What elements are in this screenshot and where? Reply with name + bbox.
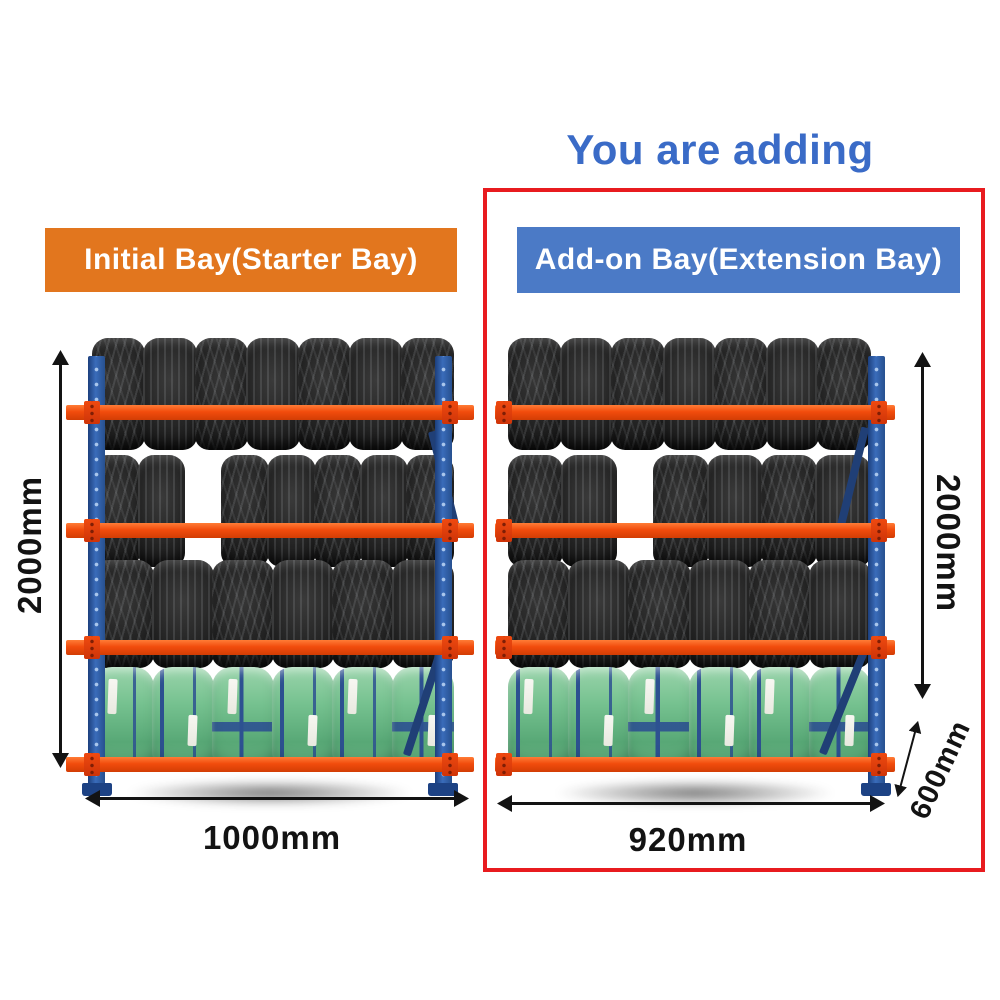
rack-foot	[861, 783, 891, 796]
tire	[707, 455, 764, 567]
tire-group	[221, 455, 454, 567]
shelf-beam	[66, 519, 474, 542]
upright-post	[88, 356, 105, 790]
shelf-beam	[66, 753, 474, 776]
tire	[194, 338, 249, 450]
tire	[221, 455, 270, 567]
height-label-left: 2000mm	[11, 475, 48, 615]
tire	[508, 338, 562, 450]
height-arrow-left	[52, 350, 69, 768]
width-arrow-left	[84, 790, 470, 807]
width-arrow-right	[496, 795, 886, 812]
wrapped-tire	[152, 667, 214, 771]
tire-row	[92, 667, 454, 771]
wrapped-tire	[508, 667, 571, 771]
tire	[267, 455, 316, 567]
height-label-right: 2000mm	[930, 473, 967, 613]
shelf-beam	[66, 636, 474, 659]
arrowhead-icon	[914, 684, 931, 699]
tire-group	[508, 338, 872, 450]
height-arrow-right	[914, 352, 931, 699]
width-label-left: 1000mm	[202, 819, 342, 856]
rack-foot	[428, 783, 458, 796]
arrow-shaft	[59, 359, 62, 759]
arrow-shaft	[898, 728, 917, 790]
tire	[561, 455, 617, 567]
wrapped-tire	[748, 667, 811, 771]
tire-row	[508, 455, 872, 567]
tire	[297, 338, 352, 450]
wrapped-tire	[688, 667, 751, 771]
addon-bay-rack	[495, 338, 895, 812]
addon-bay-banner: Add-on Bay(Extension Bay)	[517, 227, 960, 293]
shelf-beam	[66, 401, 474, 424]
tire	[137, 455, 186, 567]
arrowhead-icon	[454, 790, 469, 807]
tire-group	[653, 455, 872, 567]
rack-shadow	[72, 774, 468, 812]
arrowhead-icon	[909, 719, 925, 734]
tire-row	[508, 338, 872, 450]
wrapped-tire	[628, 667, 691, 771]
shelf-beam	[495, 519, 895, 542]
tire-group	[92, 455, 186, 567]
page-title: You are adding	[566, 126, 874, 173]
tire	[246, 338, 300, 450]
shelf-beam	[495, 636, 895, 659]
tire-group	[508, 455, 617, 567]
tire	[765, 338, 820, 450]
tire	[653, 455, 710, 567]
upright-post	[868, 356, 885, 790]
tire	[359, 455, 408, 567]
arrow-shaft	[921, 361, 924, 690]
arrowhead-icon	[870, 795, 885, 812]
tire	[349, 338, 403, 450]
rack-foot	[82, 783, 112, 796]
initial-bay-banner-label: Initial Bay(Starter Bay)	[84, 243, 418, 276]
tire-group	[508, 667, 872, 771]
tire-row	[508, 667, 872, 771]
wrapped-tire	[568, 667, 631, 771]
tire	[508, 455, 564, 567]
upright-post	[435, 356, 452, 790]
tire	[313, 455, 362, 567]
tire-group	[92, 667, 454, 771]
arrowhead-icon	[52, 753, 69, 768]
tire	[714, 338, 768, 450]
arrow-shaft	[505, 802, 877, 805]
wrapped-tire	[272, 667, 334, 771]
arrow-shaft	[93, 797, 461, 800]
initial-bay-rack	[66, 338, 474, 812]
tire	[611, 338, 665, 450]
tire-group	[92, 338, 454, 450]
shelf-beam	[495, 401, 895, 424]
tire	[761, 455, 818, 567]
initial-bay-banner: Initial Bay(Starter Bay)	[45, 228, 457, 292]
tire	[559, 338, 614, 450]
width-label-right: 920mm	[628, 821, 748, 858]
tire-row	[92, 455, 454, 567]
shelf-beam	[495, 753, 895, 776]
tire-row	[92, 338, 454, 450]
addon-bay-banner-label: Add-on Bay(Extension Bay)	[534, 243, 943, 276]
tire	[662, 338, 717, 450]
tire	[143, 338, 197, 450]
rack-shadow	[501, 774, 889, 812]
wrapped-tire	[332, 667, 394, 771]
wrapped-tire	[212, 667, 274, 771]
